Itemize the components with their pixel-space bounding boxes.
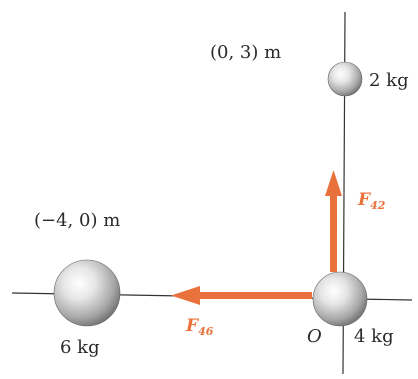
mass-sphere-2kg (327, 61, 363, 97)
coord-label-left: (−4, 0) m (34, 210, 120, 231)
mass-sphere-6kg (53, 259, 121, 327)
force-arrow-f42 (325, 170, 342, 272)
force-label-f42: F42 (357, 190, 386, 212)
force-arrow-f46 (171, 286, 312, 305)
mass-label-6kg: 6 kg (60, 337, 100, 358)
coord-label-top: (0, 3) m (210, 42, 281, 63)
force-label-f46: F46 (185, 316, 214, 338)
mass-label-4kg: 4 kg (354, 326, 394, 347)
origin-label: O (307, 326, 322, 347)
mass-label-2kg: 2 kg (369, 70, 409, 91)
mass-sphere-4kg (312, 271, 368, 327)
